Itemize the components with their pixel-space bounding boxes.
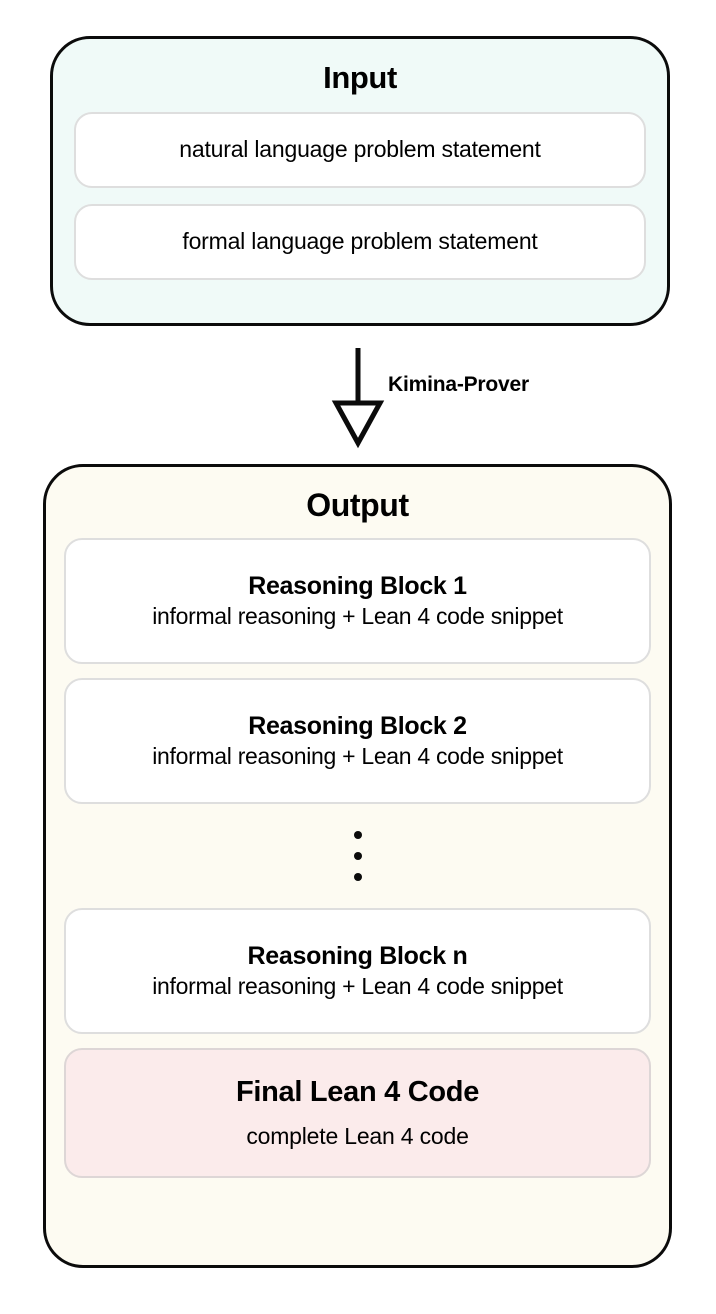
reasoning-block-title: Reasoning Block n — [247, 941, 468, 970]
input-item-label: formal language problem statement — [182, 228, 538, 255]
reasoning-block-title: Reasoning Block 2 — [248, 711, 467, 740]
flow-arrow-label: Kimina-Prover — [388, 373, 529, 396]
input-panel: Input natural language problem statement… — [50, 36, 670, 326]
ellipsis-dot — [353, 873, 362, 881]
reasoning-block-title: Reasoning Block 1 — [248, 571, 467, 600]
reasoning-block-1: Reasoning Block 1 informal reasoning + L… — [64, 538, 651, 664]
final-lean-code-subtitle: complete Lean 4 code — [246, 1122, 469, 1149]
input-item-natural-language: natural language problem statement — [74, 111, 646, 188]
final-lean-code-title: Final Lean 4 Code — [235, 1076, 480, 1109]
output-panel-title: Output — [306, 487, 409, 523]
input-item-label: natural language problem statement — [179, 136, 541, 163]
input-item-formal-language: formal language problem statement — [74, 203, 646, 280]
reasoning-block-2: Reasoning Block 2 informal reasoning + L… — [64, 678, 651, 804]
final-lean-code-block: Final Lean 4 Code complete Lean 4 code — [64, 1048, 651, 1178]
input-items-list: natural language problem statement forma… — [74, 111, 646, 280]
output-blocks-list: Reasoning Block 1 informal reasoning + L… — [64, 538, 651, 1178]
flow-arrow-group — [0, 334, 716, 454]
vertical-ellipsis-icon — [64, 818, 651, 894]
input-panel-title: Input — [323, 60, 397, 95]
reasoning-block-subtitle: informal reasoning + Lean 4 code snippet — [152, 603, 563, 630]
ellipsis-dot — [353, 831, 362, 839]
reasoning-block-subtitle: informal reasoning + Lean 4 code snippet — [152, 743, 563, 770]
output-panel: Output Reasoning Block 1 informal reason… — [43, 464, 672, 1268]
ellipsis-dot — [353, 852, 362, 860]
reasoning-block-subtitle: informal reasoning + Lean 4 code snippet — [152, 973, 563, 1000]
down-arrow-hollow-triangle-icon — [331, 348, 385, 449]
reasoning-block-n: Reasoning Block n informal reasoning + L… — [64, 908, 651, 1034]
